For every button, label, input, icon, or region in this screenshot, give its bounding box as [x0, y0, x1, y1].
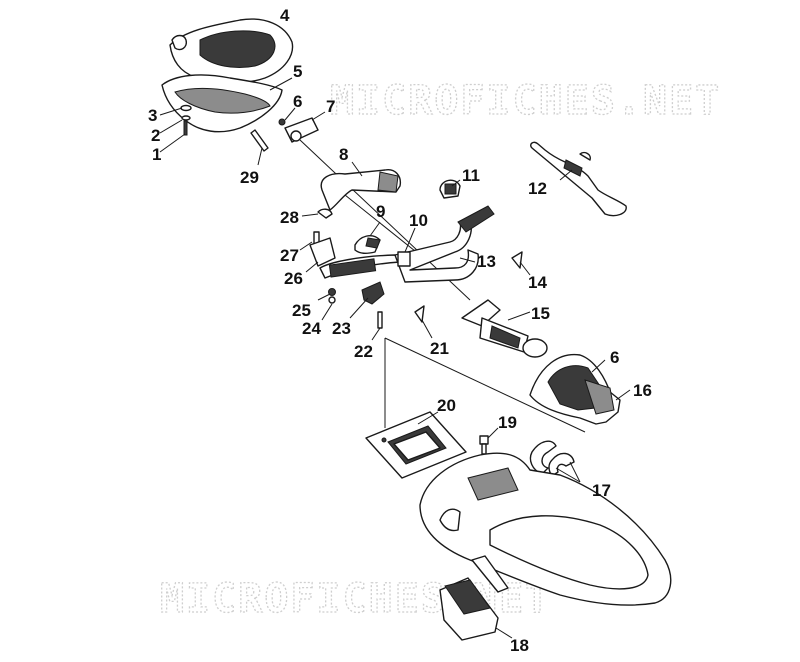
pin [250, 129, 269, 166]
safety-lanyard [529, 141, 627, 217]
callout-23: 23 [332, 319, 351, 338]
handlebar-cover-bottom [161, 74, 293, 133]
callout-15: 15 [531, 304, 550, 323]
callout-22: 22 [354, 342, 373, 361]
callout-29: 29 [240, 168, 259, 187]
callout-11: 11 [462, 166, 480, 185]
spring-clip-21 [414, 305, 433, 339]
callout-20: 20 [437, 396, 456, 415]
watermark-top: MICROFICHES.NET [330, 78, 721, 124]
end-cap [439, 179, 461, 199]
callout-12: 12 [528, 179, 547, 198]
callout-6b: 6 [610, 348, 619, 367]
callout-18: 18 [510, 636, 529, 655]
callout-27: 27 [280, 246, 299, 265]
callout-9: 9 [376, 202, 385, 221]
fastener-19 [479, 427, 499, 455]
callout-17: 17 [592, 481, 611, 500]
upper-bar [320, 161, 402, 211]
callout-25: 25 [292, 301, 311, 320]
callout-16: 16 [633, 381, 652, 400]
callout-2: 2 [151, 126, 160, 145]
throttle-lever [299, 231, 336, 273]
hood-bracket [439, 555, 513, 641]
lever-bracket [349, 281, 385, 341]
callout-19: 19 [498, 413, 517, 432]
steering-housing [529, 353, 631, 425]
handlebar [319, 205, 495, 283]
callout-10: 10 [409, 211, 428, 230]
callout-8: 8 [339, 145, 348, 164]
callout-3: 3 [148, 106, 157, 125]
retaining-clips [529, 440, 581, 483]
steering-column [461, 299, 548, 358]
callout-6: 6 [293, 92, 302, 111]
callout-4: 4 [280, 6, 290, 25]
callout-5: 5 [293, 62, 302, 81]
spring-clip-14 [511, 251, 531, 276]
nut-and-washer [317, 288, 336, 321]
callout-26: 26 [284, 269, 303, 288]
hood [419, 452, 672, 606]
switch-housing [354, 221, 381, 255]
callout-24: 24 [302, 319, 321, 338]
small-clip [301, 208, 333, 219]
callout-28: 28 [280, 208, 299, 227]
callout-21: 21 [430, 339, 449, 358]
handlebar-cover-top [169, 18, 294, 84]
screw-washer-stack [159, 104, 192, 153]
handlebar-clamp [278, 107, 326, 143]
mounting-plate [365, 411, 467, 479]
callout-7: 7 [326, 97, 335, 116]
callout-14: 14 [528, 273, 547, 292]
callout-labels: 1 2 3 4 5 6 6 7 8 9 10 11 12 13 14 15 16… [148, 6, 652, 655]
callout-1: 1 [152, 145, 161, 164]
callout-13: 13 [477, 252, 496, 271]
